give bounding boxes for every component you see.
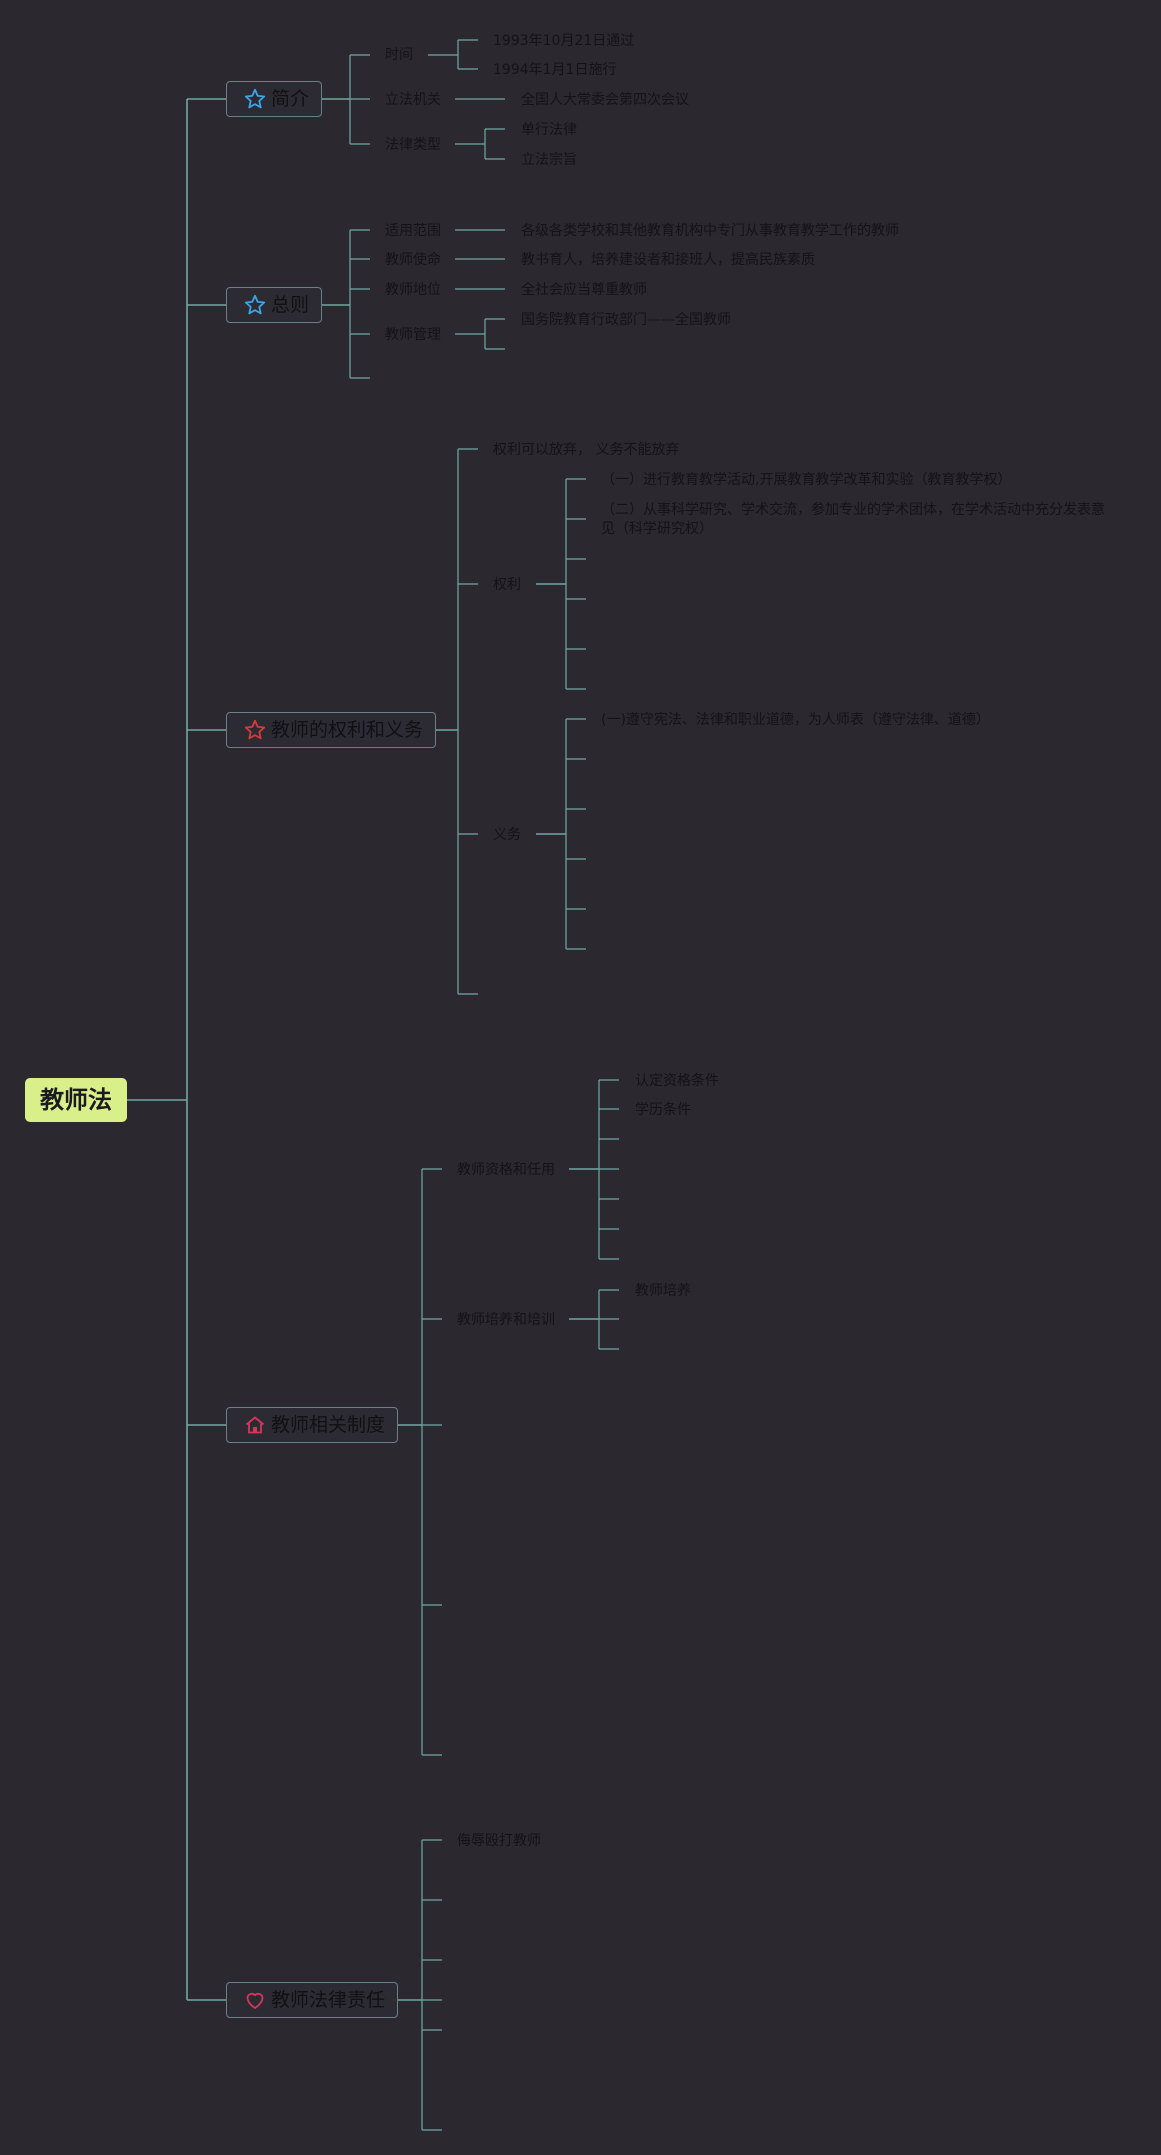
topic-liability[interactable]: 教师法律责任 bbox=[226, 1982, 399, 2018]
leaf-scope[interactable]: 各级各类学校和其他教育机构中专门从事教育教学工作的教师 bbox=[521, 223, 899, 239]
topic-intro-label: 简介 bbox=[271, 87, 310, 110]
topic-rights-duties[interactable]: 教师的权利和义务 bbox=[226, 712, 437, 748]
star-outline-icon bbox=[243, 293, 267, 317]
branch-rights[interactable]: 权利 bbox=[493, 577, 521, 593]
topic-system[interactable]: 教师相关制度 bbox=[226, 1407, 399, 1443]
branch-scope[interactable]: 适用范围 bbox=[385, 223, 441, 239]
house-icon bbox=[243, 1413, 267, 1437]
leaf-liability-insult[interactable]: 侮辱殴打教师 bbox=[457, 1833, 541, 1849]
leaf-right-teaching[interactable]: （一）进行教育教学活动,开展教育教学改革和实验（教育教学权） bbox=[601, 472, 1012, 488]
leaf-duty-law[interactable]: (一)遵守宪法、法律和职业道德，为人师表（遵守法律、道德） bbox=[601, 712, 990, 728]
leaf-law-type-purpose[interactable]: 立法宗旨 bbox=[521, 152, 577, 168]
branch-duties[interactable]: 义务 bbox=[493, 827, 521, 843]
branch-legislator[interactable]: 立法机关 bbox=[385, 92, 441, 108]
star-outline-icon bbox=[243, 718, 267, 742]
leaf-status[interactable]: 全社会应当尊重教师 bbox=[521, 282, 647, 298]
branch-mission[interactable]: 教师使命 bbox=[385, 252, 441, 268]
topic-system-label: 教师相关制度 bbox=[271, 1413, 386, 1436]
branch-training[interactable]: 教师培养和培训 bbox=[457, 1312, 555, 1328]
leaf-mission[interactable]: 教书育人，培养建设者和接班人，提高民族素质 bbox=[521, 252, 815, 268]
leaf-rights-note[interactable]: 权利可以放弃， 义务不能放弃 bbox=[493, 442, 680, 458]
topic-general-label: 总则 bbox=[271, 293, 310, 316]
leaf-management[interactable]: 国务院教育行政部门——全国教师 bbox=[521, 312, 731, 328]
heart-outline-icon bbox=[243, 1988, 267, 2012]
leaf-qualification-conditions[interactable]: 认定资格条件 bbox=[635, 1073, 719, 1089]
branch-management[interactable]: 教师管理 bbox=[385, 327, 441, 343]
leaf-legislator[interactable]: 全国人大常委会第四次会议 bbox=[521, 92, 689, 108]
branch-qualification[interactable]: 教师资格和任用 bbox=[457, 1162, 555, 1178]
star-outline-icon bbox=[243, 87, 267, 111]
topic-intro[interactable]: 简介 bbox=[226, 81, 323, 117]
topic-liability-label: 教师法律责任 bbox=[271, 1988, 386, 2011]
leaf-qualification-education[interactable]: 学历条件 bbox=[635, 1102, 691, 1118]
root-node[interactable]: 教师法 bbox=[25, 1078, 127, 1122]
leaf-time-effective[interactable]: 1994年1月1日施行 bbox=[493, 62, 617, 78]
branch-status[interactable]: 教师地位 bbox=[385, 282, 441, 298]
topic-general[interactable]: 总则 bbox=[226, 287, 323, 323]
leaf-training-cultivation[interactable]: 教师培养 bbox=[635, 1283, 691, 1299]
branch-time[interactable]: 时间 bbox=[385, 47, 413, 63]
leaf-right-research[interactable]: （二）从事科学研究、学术交流，参加专业的学术团体，在学术活动中充分发表意见（科学… bbox=[601, 502, 1105, 537]
branch-law-type[interactable]: 法律类型 bbox=[385, 137, 441, 153]
leaf-law-type-single[interactable]: 单行法律 bbox=[521, 122, 577, 138]
leaf-time-passed[interactable]: 1993年10月21日通过 bbox=[493, 33, 635, 49]
topic-rights-duties-label: 教师的权利和义务 bbox=[271, 718, 424, 741]
